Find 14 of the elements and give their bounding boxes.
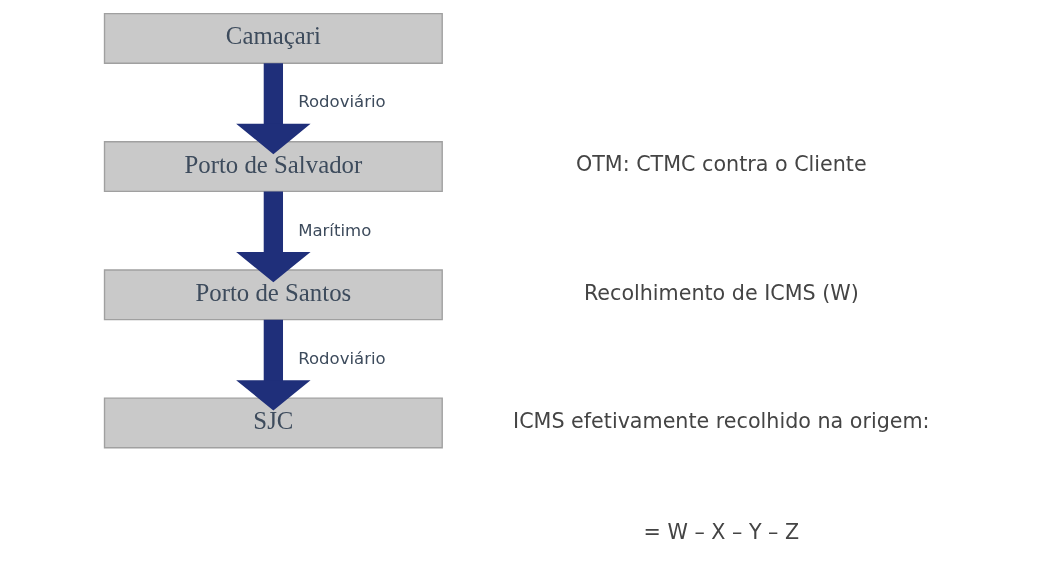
label: Recolhimento de ICMS (W) — [583, 280, 859, 305]
edge-label: Marítimo — [298, 220, 372, 240]
label: OTM: CTMC contra o Cliente — [575, 152, 867, 177]
label: ICMS efetivamente recolhido na origem: — [513, 408, 930, 433]
edge-label: Rodoviário — [298, 92, 386, 112]
arrow — [236, 63, 311, 155]
node-box: SJC — [103, 397, 443, 449]
node-box: Porto de Salvador — [103, 141, 443, 193]
label: = W – X – Y – Z — [643, 520, 800, 545]
edge-label: Rodoviário — [298, 348, 386, 368]
node-box: Porto de Santos — [103, 269, 443, 321]
arrow — [236, 319, 311, 411]
node-box: Camaçari — [103, 12, 443, 64]
arrow — [236, 191, 311, 283]
